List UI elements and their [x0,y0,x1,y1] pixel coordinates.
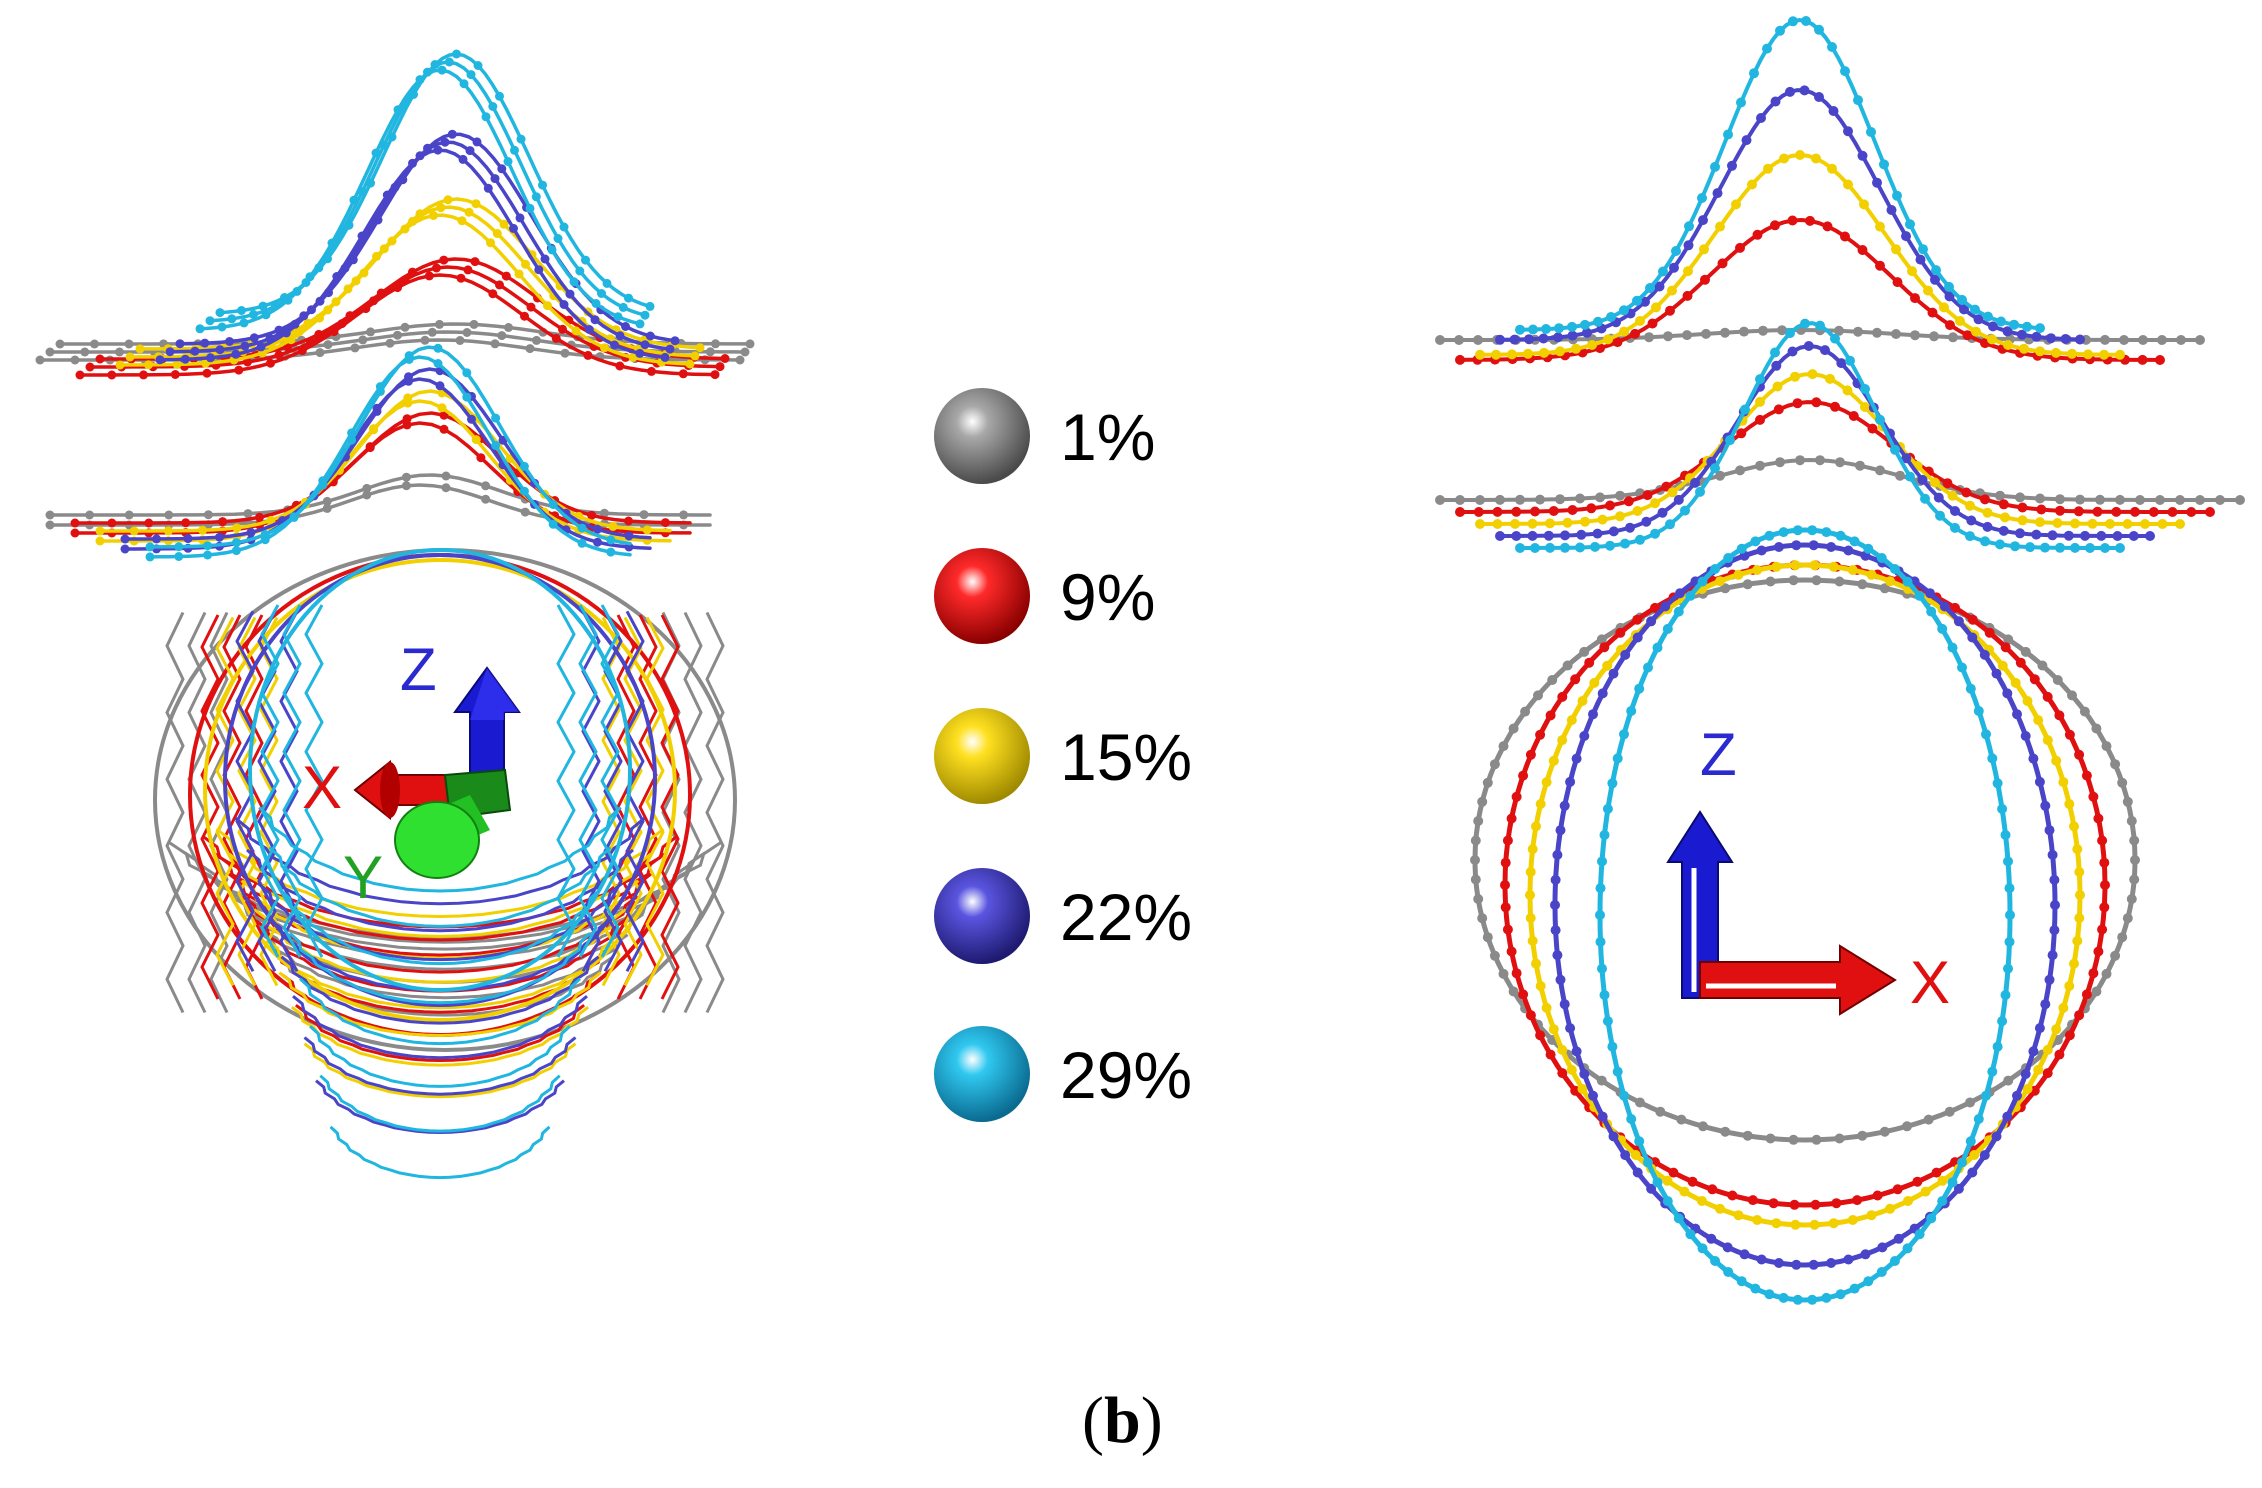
top-strand-22-2 [175,129,680,349]
ring-1 [1470,575,2140,1145]
top-profile-curves [35,49,755,380]
mid-strand-22-1 [120,366,652,544]
legend-label-29: 29% [1060,1038,1192,1112]
panel-label-letter: b [1104,1384,1141,1457]
right-top-strand-15 [1475,150,2125,360]
right-top-strand-29 [1515,16,2045,335]
top-strand-29-0 [195,65,645,334]
ring-22 [1550,540,2060,1270]
cross-section-rings [1470,525,2140,1305]
axis-label-y-3d: Y [343,844,383,911]
right-top-strand-9 [1455,215,2165,365]
legend-item-22: 22% [934,868,1192,964]
legend-swatch-1 [934,388,1030,484]
axis-label-z-3d: Z [400,636,437,703]
legend-label-1: 1% [1060,400,1155,474]
middle-profile-curves [45,343,712,562]
x-axis-arrow-2d [1699,944,1897,1016]
mid-strand-29-1 [145,343,632,552]
legend-item-9: 9% [934,548,1155,644]
right-mid-strand-22 [1495,341,2155,541]
axis-label-z-2d: Z [1700,721,1737,788]
right-mid-strand-15 [1475,369,2185,529]
tube-layer-22 [223,553,657,1135]
legend-swatch-9 [934,548,1030,644]
z-axis-arrow [453,666,521,799]
axis-label-x-2d: X [1910,949,1950,1016]
mid-strand-9-1 [70,410,692,528]
legend-label-22: 22% [1060,880,1192,954]
panel-label-open: ( [1082,1384,1104,1457]
top-strand-29-2 [215,49,655,318]
axes-2d: Z X [1666,721,1950,1016]
nanotube-perspective-view [153,548,737,1180]
legend-item-15: 15% [934,708,1192,804]
ring-15 [1525,560,2085,1230]
axes-triad-3d: Z X Y [302,636,521,911]
legend-swatch-22 [934,868,1030,964]
top-strand-29-1 [205,57,650,326]
mid-strand-1-1 [45,471,712,520]
legend: 1% 9% 15% 22% 29% [934,388,1192,1122]
middle-profile-curves-right [1435,318,2245,553]
legend-label-9: 9% [1060,560,1155,634]
right-top-strand-22 [1495,85,2085,345]
cross-section-view-panel: Z X [1435,16,2245,1305]
legend-label-15: 15% [1060,720,1192,794]
y-axis-arrow [394,795,490,879]
right-mid-strand-1 [1435,455,2245,505]
tube-layer-29 [248,548,632,1180]
legend-item-1: 1% [934,388,1155,484]
ring-9 [1500,560,2110,1210]
perspective-view-panel: Z X Y [35,49,755,1180]
top-strand-22-0 [155,145,670,365]
legend-swatch-29 [934,1026,1030,1122]
legend-swatch-15 [934,708,1030,804]
right-mid-strand-29 [1515,318,2125,553]
ring-29 [1595,525,2015,1305]
axis-label-x-3d: X [302,754,342,821]
panel-label-close: ) [1141,1384,1163,1457]
panel-label: (b) [1082,1384,1163,1457]
top-profile-curves-right [1435,16,2205,365]
legend-item-29: 29% [934,1026,1192,1122]
